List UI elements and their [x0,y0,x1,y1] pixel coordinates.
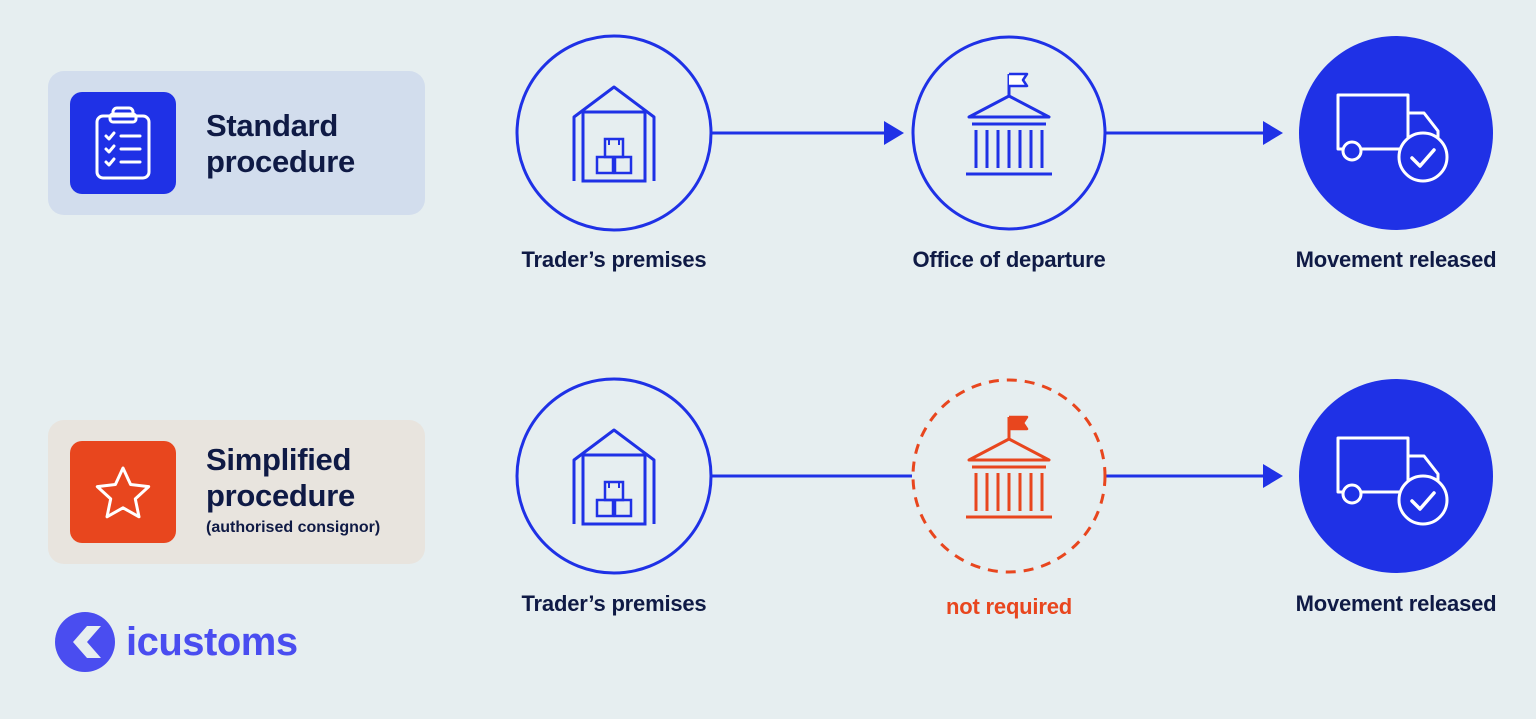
simplified-procedure-title: Simplified procedure [206,442,355,513]
government-building-icon [966,72,1052,176]
step-label-traders-premises: Trader’s premises [504,588,724,619]
movement-released-node [1299,36,1493,230]
step-label-text: not required [946,594,1072,619]
traders-premises-node [515,377,713,575]
step-label-text: Movement released [1295,247,1497,272]
step-label-not-required: not required [899,591,1119,622]
office-of-departure-node [911,35,1107,231]
standard-procedure-title: Standard procedure [206,108,355,179]
connector-arrowhead [1263,464,1283,488]
clipboard-checklist-icon [70,92,176,194]
logo-wordmark: icustoms [126,620,298,664]
star-icon [70,441,176,543]
step-label-office-of-departure: Office of departure [899,244,1119,275]
step-label-text: Movement released [1295,591,1497,616]
movement-released-node [1299,379,1493,573]
connector-arrowhead [1263,121,1283,145]
standard-procedure-card: Standard procedure [48,71,425,215]
simplified-procedure-card: Simplified procedure (authorised consign… [48,420,425,564]
step-label-text: Trader’s premises [521,591,707,616]
government-building-icon [966,415,1052,519]
simplified-procedure-subtitle: (authorised consignor) [206,519,381,536]
step-label-text: Trader’s premises [521,247,707,272]
traders-premises-node [515,34,713,232]
step-label-text: Office of departure [912,247,1106,272]
office-not-required-node [911,378,1107,574]
warehouse-icon [572,85,656,183]
connector-arrowhead [884,121,904,145]
step-label-movement-released: Movement released [1286,588,1506,619]
icustoms-logo-mark [55,612,115,672]
warehouse-icon [572,428,656,526]
step-label-traders-premises: Trader’s premises [504,244,724,275]
step-label-movement-released: Movement released [1286,244,1506,275]
